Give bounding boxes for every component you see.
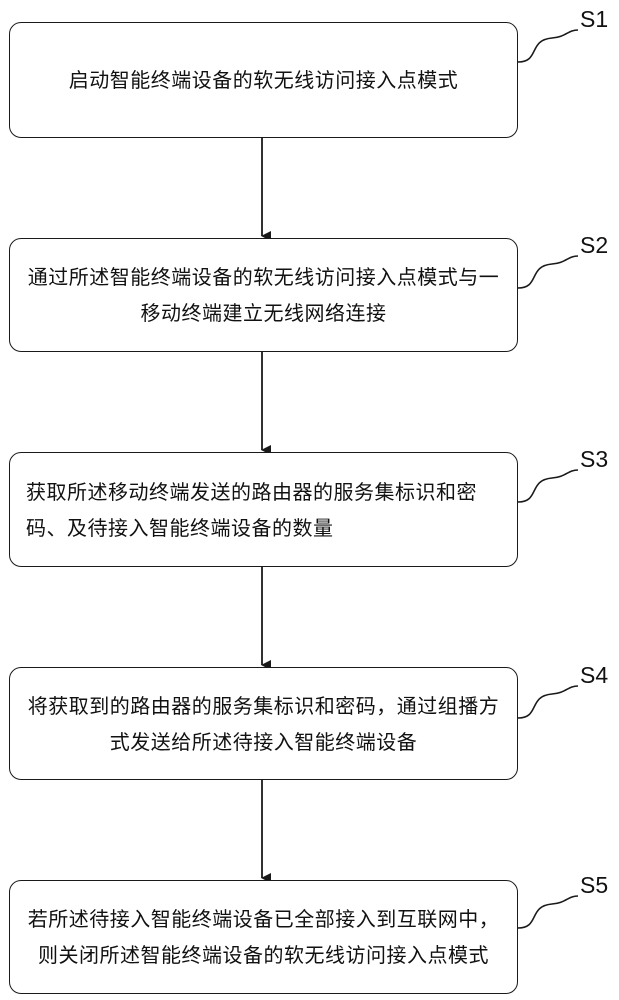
step-label-s4: S4 [580,662,609,688]
step-text-s5: 若所述待接入智能终端设备已全部接入到互联网中，则关闭所述智能终端设备的软无线访问… [27,907,500,967]
leader-curve-s2 [517,255,579,289]
step-text-s4: 将获取到的路由器的服务集标识和密码，通过组播方式发送给所述待接入智能终端设备 [27,693,500,754]
step-label-s1: S1 [580,6,609,32]
step-label-s2: S2 [580,232,609,258]
step-box-s1: 启动智能终端设备的软无线访问接入点模式 [9,22,518,138]
leader-curve-s5 [517,895,579,929]
step-box-s2: 通过所述智能终端设备的软无线访问接入点模式与一移动终端建立无线网络连接 [9,238,518,352]
step-label-s3: S3 [580,446,609,472]
step-box-s3: 获取所述移动终端发送的路由器的服务集标识和密码、及待接入智能终端设备的数量 [9,452,518,567]
leader-curve-s4 [517,685,579,719]
leader-curve-s3 [517,469,579,503]
step-box-s4: 将获取到的路由器的服务集标识和密码，通过组播方式发送给所述待接入智能终端设备 [9,667,518,780]
step-text-s1: 启动智能终端设备的软无线访问接入点模式 [68,68,459,92]
step-text-s2: 通过所述智能终端设备的软无线访问接入点模式与一移动终端建立无线网络连接 [27,265,500,325]
step-label-s5: S5 [580,872,609,898]
step-box-s5: 若所述待接入智能终端设备已全部接入到互联网中，则关闭所述智能终端设备的软无线访问… [9,880,518,994]
leader-curve-s1 [517,29,579,63]
step-text-s3: 获取所述移动终端发送的路由器的服务集标识和密码、及待接入智能终端设备的数量 [26,479,477,540]
